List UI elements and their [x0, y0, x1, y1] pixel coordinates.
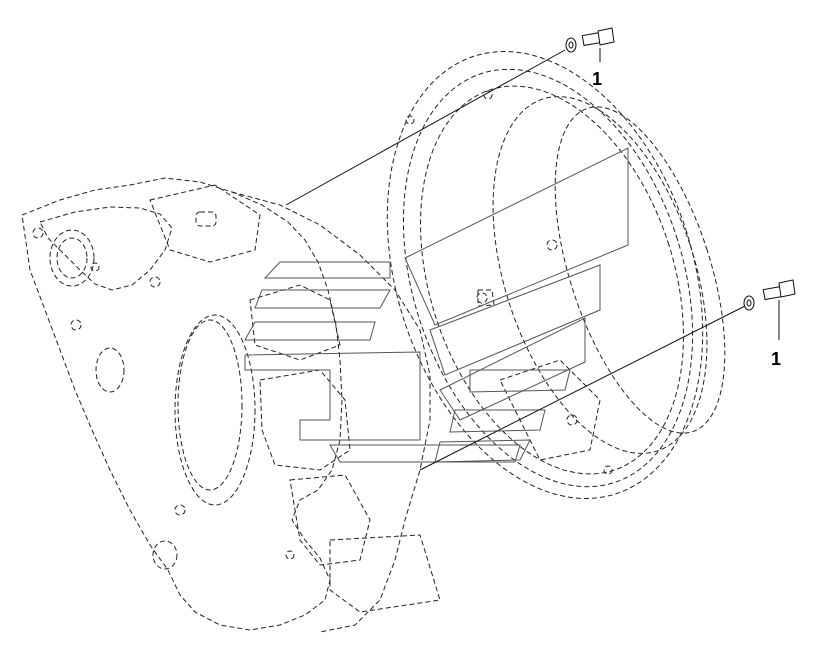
watermark-logo — [244, 147, 629, 463]
bolt-with-washer-upper — [565, 27, 615, 62]
leader-lines — [285, 49, 746, 471]
callout-label-upper: 1 — [592, 69, 602, 89]
bolt-with-washer-lower — [743, 279, 796, 340]
callout-label-lower: 1 — [771, 349, 781, 369]
flywheel-ring — [386, 51, 726, 499]
transmission-housing — [21, 177, 441, 633]
